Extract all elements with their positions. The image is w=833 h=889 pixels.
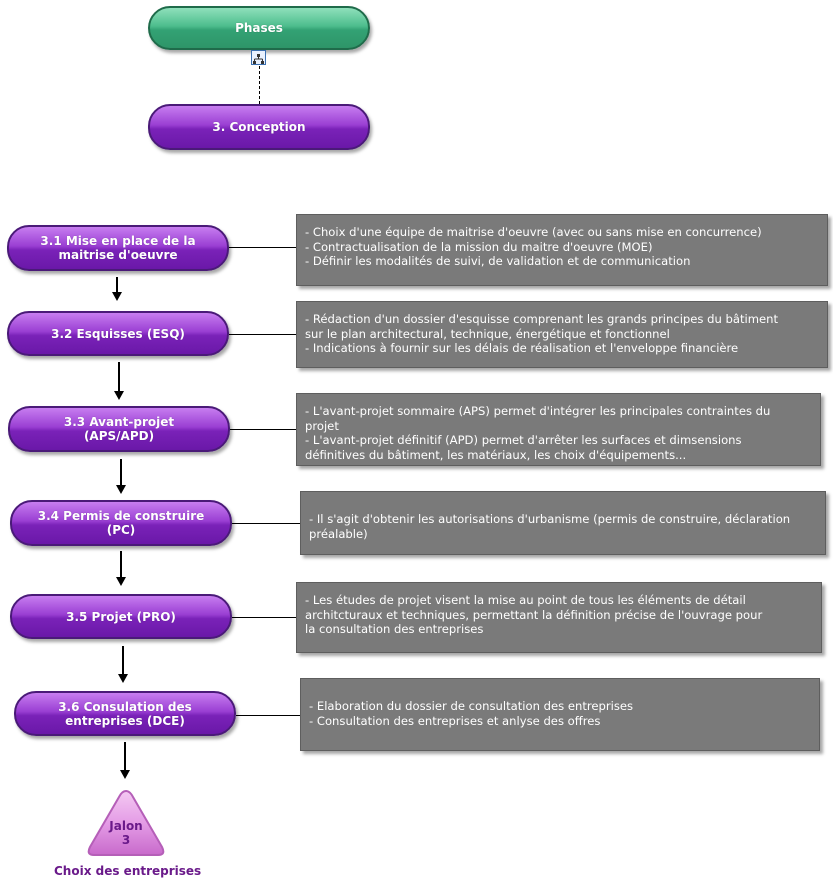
root-node-phases[interactable]: Phases xyxy=(148,6,370,50)
milestone-caption: Choix des entreprises xyxy=(54,864,202,878)
flow-arrow-head xyxy=(114,391,124,400)
step-node-3-6[interactable]: 3.6 Consulation des entreprises (DCE) xyxy=(14,691,236,736)
step-node-3-5[interactable]: 3.5 Projet (PRO) xyxy=(10,594,232,639)
note-text: - Il s'agit d'obtenir les autorisations … xyxy=(309,512,791,541)
flow-arrow-shaft xyxy=(124,742,126,770)
org-chart-icon[interactable] xyxy=(251,50,266,65)
step-note-3-5: - Les études de projet visent la mise au… xyxy=(296,582,822,653)
step-note-3-4: - Il s'agit d'obtenir les autorisations … xyxy=(300,491,826,555)
flow-arrow-shaft xyxy=(116,277,118,292)
flow-arrow-shaft xyxy=(118,362,120,391)
connector-line xyxy=(229,334,296,335)
step-label: 3.2 Esquisses (ESQ) xyxy=(51,326,185,341)
step-label: 3.5 Projet (PRO) xyxy=(66,609,176,624)
flow-arrow-head xyxy=(120,770,130,779)
note-text: - Les études de projet visent la mise au… xyxy=(305,593,763,636)
note-text: - L'avant-projet sommaire (APS) permet d… xyxy=(305,404,771,462)
step-label: 3.6 Consulation des entreprises (DCE) xyxy=(58,699,192,728)
step-note-3-3: - L'avant-projet sommaire (APS) permet d… xyxy=(296,393,821,466)
step-label: 3.3 Avant-projet (APS/APD) xyxy=(63,415,175,443)
flow-arrow-head xyxy=(112,292,122,301)
step-node-3-2[interactable]: 3.2 Esquisses (ESQ) xyxy=(7,311,229,356)
step-note-3-1: - Choix d'une équipe de maitrise d'oeuvr… xyxy=(296,214,828,286)
milestone-triangle-icon[interactable] xyxy=(84,787,168,861)
note-text: - Rédaction d'un dossier d'esquisse comp… xyxy=(305,312,779,355)
step-node-3-3[interactable]: 3.3 Avant-projet (APS/APD) xyxy=(8,406,230,452)
step-label: 3.4 Permis de construire (PC) xyxy=(37,509,205,537)
flow-arrow-head xyxy=(116,577,126,586)
step-note-3-6: - Elaboration du dossier de consultation… xyxy=(300,678,820,751)
milestone-label: Jalon 3 xyxy=(109,819,143,847)
flow-arrow-shaft xyxy=(120,459,122,485)
connector-line xyxy=(232,617,296,618)
connector-line xyxy=(232,523,300,524)
note-text: - Elaboration du dossier de consultation… xyxy=(309,699,634,728)
connector-line xyxy=(230,429,296,430)
flow-arrow-head xyxy=(116,485,126,494)
dashed-connector xyxy=(259,66,260,104)
root-node-label: Phases xyxy=(235,21,283,35)
step-node-3-1[interactable]: 3.1 Mise en place de la maitrise d'oeuvr… xyxy=(7,225,229,271)
phase-node-conception[interactable]: 3. Conception xyxy=(148,104,370,150)
org-chart-icon-glyph xyxy=(253,54,264,64)
step-note-3-2: - Rédaction d'un dossier d'esquisse comp… xyxy=(296,301,828,368)
flow-arrow-shaft xyxy=(120,551,122,577)
flow-arrow-head xyxy=(118,674,128,683)
connector-line xyxy=(236,715,300,716)
flow-arrow-shaft xyxy=(122,646,124,674)
phase-node-label: 3. Conception xyxy=(212,120,306,134)
note-text: - Choix d'une équipe de maitrise d'oeuvr… xyxy=(305,225,762,268)
step-label: 3.1 Mise en place de la maitrise d'oeuvr… xyxy=(40,234,196,262)
connector-line xyxy=(229,247,296,248)
step-node-3-4[interactable]: 3.4 Permis de construire (PC) xyxy=(10,500,232,546)
